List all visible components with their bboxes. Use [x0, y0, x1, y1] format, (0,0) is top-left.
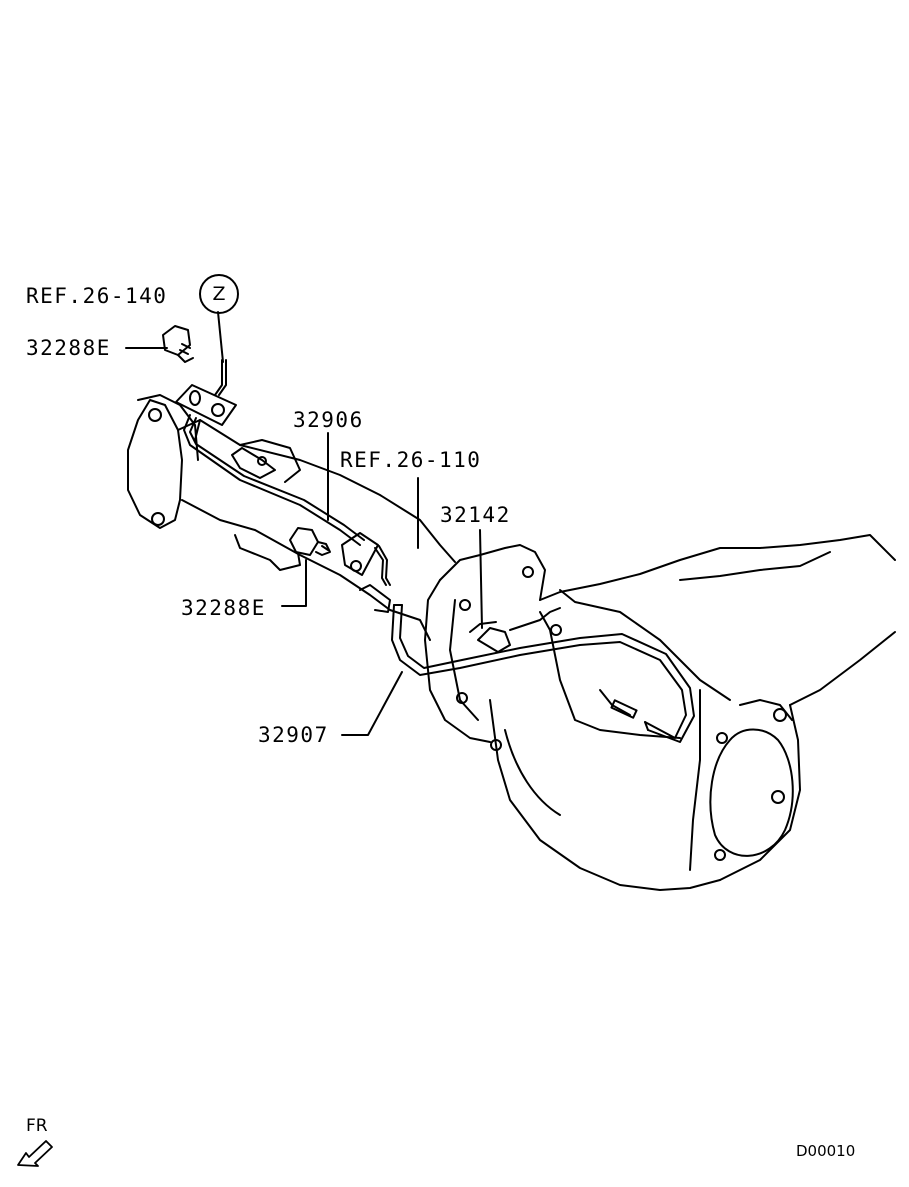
ref-26-140-label: REF.26-140 — [26, 284, 168, 308]
bolt-mid — [289, 527, 331, 556]
leader-32907 — [341, 671, 403, 736]
leader-lines — [125, 311, 483, 736]
part-32288e-mid-label: 32288E — [181, 596, 266, 620]
arrow-down-left-icon — [17, 1140, 53, 1167]
ref-26-110-label: REF.26-110 — [340, 448, 482, 472]
part-32142-label: 32142 — [440, 503, 511, 527]
leader-z — [217, 311, 224, 363]
diagram-code: D00010 — [796, 1142, 856, 1160]
part-32288e-top-label: 32288E — [26, 336, 111, 360]
pipe-32906 — [175, 359, 391, 586]
part-32907-label: 32907 — [258, 723, 329, 747]
leader-32142 — [479, 529, 483, 629]
extension-housing — [127, 394, 456, 641]
hose-32907 — [391, 604, 695, 743]
part-32906-label: 32906 — [293, 408, 364, 432]
bell-housing — [424, 544, 546, 751]
fr-label: FR — [26, 1116, 48, 1136]
leader-32288e-mid — [281, 559, 307, 607]
transmission-housing — [489, 534, 896, 891]
callout-z: Z — [199, 274, 239, 314]
bolt-top — [162, 325, 194, 363]
